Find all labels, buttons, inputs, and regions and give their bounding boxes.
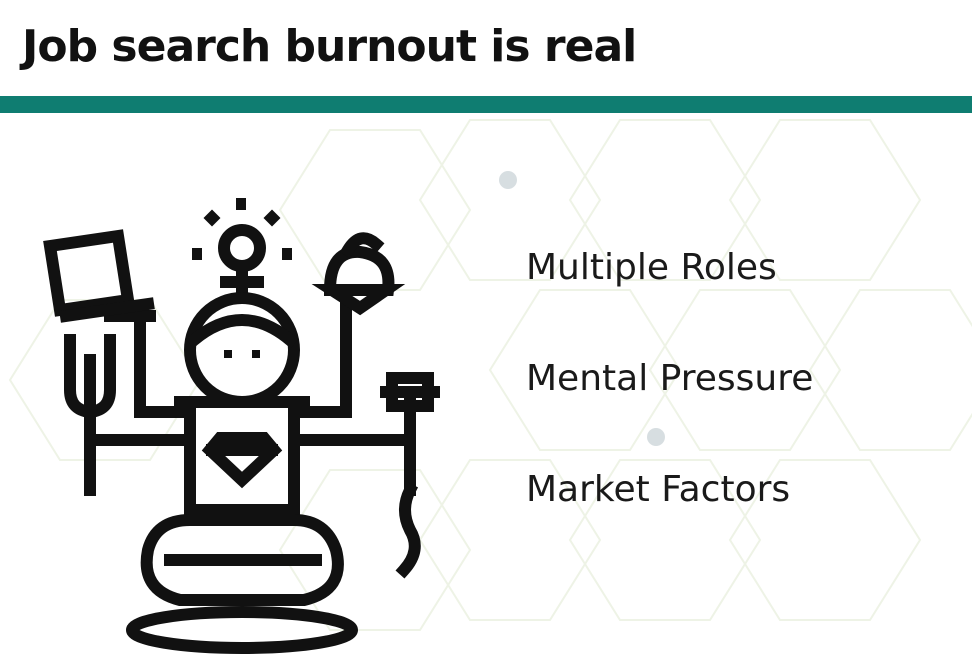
multitasking-person-icon bbox=[43, 198, 440, 654]
wrench-icon bbox=[64, 334, 116, 496]
point-market-factors: Market Factors bbox=[526, 469, 791, 510]
title-underline-bar bbox=[0, 96, 972, 113]
ice-cream-icon bbox=[311, 232, 406, 316]
decorative-dot bbox=[499, 171, 517, 189]
bullet-list: Multiple Roles Mental Pressure Market Fa… bbox=[526, 240, 813, 573]
diamond-icon bbox=[201, 432, 283, 489]
lightbulb-icon bbox=[218, 224, 266, 300]
point-mental-pressure: Mental Pressure bbox=[526, 358, 814, 399]
microphone-icon bbox=[380, 372, 440, 579]
slide-title: Job search burnout is real bbox=[22, 21, 637, 72]
laptop-icon bbox=[43, 229, 155, 323]
point-multiple-roles: Multiple Roles bbox=[526, 247, 777, 288]
decorative-dot bbox=[647, 428, 665, 446]
